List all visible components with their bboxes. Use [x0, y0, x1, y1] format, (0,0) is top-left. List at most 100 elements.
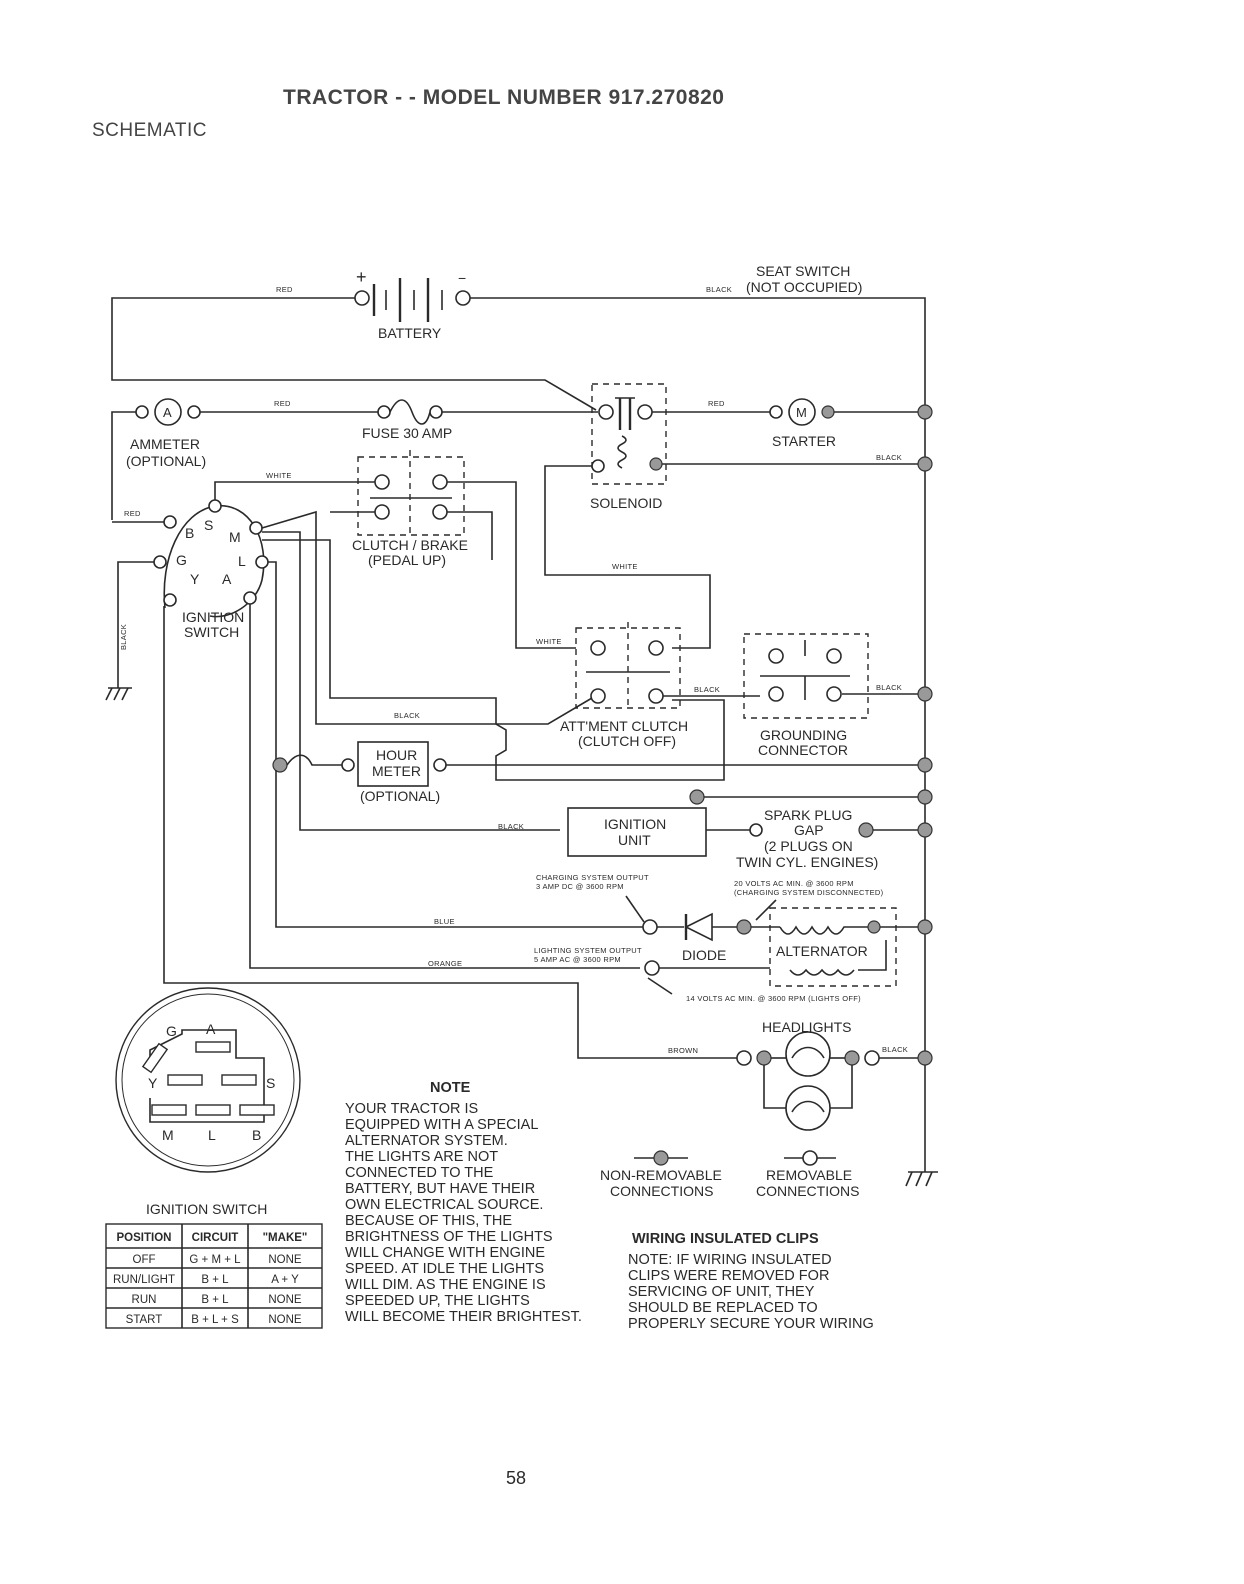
plug-label-a: A	[206, 1021, 216, 1037]
diode-label: DIODE	[682, 947, 726, 963]
wire-label-red-battery: RED	[276, 285, 293, 294]
ign-terminal-s: S	[204, 517, 213, 533]
ground-connection	[917, 404, 933, 420]
note-line: YOUR TRACTOR IS	[345, 1101, 478, 1117]
ignition-switch-label-2: SWITCH	[184, 624, 239, 640]
lighting-output-label: LIGHTING SYSTEM OUTPUT	[534, 946, 642, 955]
headlights: HEADLIGHTS	[736, 1019, 880, 1131]
main-ground-icon	[905, 1171, 938, 1187]
ignition-unit: IGNITION UNIT	[567, 807, 707, 857]
plug-pin-b-icon	[239, 1104, 275, 1116]
spark-plug-label: SPARK PLUG	[764, 807, 852, 823]
solenoid-label: SOLENOID	[590, 495, 662, 511]
clips-line: SERVICING OF UNIT, THEY	[628, 1284, 815, 1300]
spark-plug-note-1: (2 PLUGS ON	[764, 838, 853, 854]
wire-label-white-ignition: WHITE	[266, 471, 292, 480]
table-cell: B + L + S	[191, 1314, 239, 1326]
hour-meter-label: HOUR	[376, 747, 417, 763]
starter-motor-icon	[788, 398, 816, 426]
note-line: OWN ELECTRICAL SOURCE.	[345, 1197, 543, 1213]
fuse: FUSE 30 AMP	[362, 399, 452, 441]
headlight-2-icon	[785, 1085, 831, 1131]
table-header-make: "MAKE"	[263, 1232, 308, 1244]
note-line: SPEED. AT IDLE THE LIGHTS	[345, 1261, 544, 1277]
battery-negative-terminal	[455, 290, 471, 306]
plug-label-m: M	[162, 1127, 174, 1143]
fuse-icon	[389, 399, 431, 425]
legend-removable-2: CONNECTIONS	[756, 1183, 859, 1199]
ignition-unit-label: IGNITION	[604, 816, 666, 832]
headlight-1-icon	[785, 1031, 831, 1077]
clutch-brake-switch: CLUTCH / BRAKE (PEDAL UP)	[352, 450, 468, 568]
starter-symbol: M	[796, 405, 807, 420]
clutch-brake-label: CLUTCH / BRAKE	[352, 537, 468, 553]
ignition-switch-plug: G A Y S M L B	[115, 987, 301, 1173]
clips-line: CLIPS WERE REMOVED FOR	[628, 1268, 829, 1284]
ign-terminal-a: A	[222, 571, 232, 587]
ignition-switch-table-caption: IGNITION SWITCH	[146, 1201, 267, 1217]
diode-symbol-icon	[684, 912, 713, 942]
clips-line: SHOULD BE REPLACED TO	[628, 1300, 818, 1316]
battery: + − BATTERY	[354, 267, 471, 341]
ammeter-label: AMMETER	[130, 436, 200, 452]
switch-position-table: POSITION CIRCUIT "MAKE" OFF G + M + L NO…	[105, 1223, 323, 1329]
wire-label-red-starter: RED	[708, 399, 725, 408]
table-cell: A + Y	[271, 1274, 299, 1286]
wire-label-black-headlights: BLACK	[882, 1045, 908, 1054]
plug-pin-s-icon	[221, 1074, 257, 1086]
note-line: ALTERNATOR SYSTEM.	[345, 1133, 508, 1149]
legend-non-removable-2: CONNECTIONS	[610, 1183, 713, 1199]
plug-pin-a-icon	[195, 1041, 231, 1053]
seat-switch-sub-label: (NOT OCCUPIED)	[746, 279, 862, 295]
alternator: ALTERNATOR	[769, 907, 897, 987]
wire-label-black-ground-seat: BLACK	[876, 683, 902, 692]
battery-positive-sign: +	[356, 267, 367, 287]
wire-label-black-solenoid: BLACK	[876, 453, 902, 462]
charging-output-terminal	[642, 919, 658, 935]
page-title: TRACTOR - - MODEL NUMBER 917.270820	[283, 86, 725, 109]
wire-label-black-ground: BLACK	[119, 624, 128, 650]
wire-label-white-solenoid: WHITE	[612, 562, 638, 571]
plug-label-b: B	[252, 1127, 261, 1143]
wire-label-brown: BROWN	[668, 1046, 698, 1055]
volts-20-label: 20 VOLTS AC MIN. @ 3600 RPM	[734, 879, 854, 888]
solenoid: SOLENOID	[590, 383, 667, 511]
plug-pin-m-icon	[151, 1104, 187, 1116]
note-line: BRIGHTNESS OF THE LIGHTS	[345, 1229, 553, 1245]
attachment-clutch-sub-label: (CLUTCH OFF)	[578, 733, 676, 749]
page-number: 58	[506, 1468, 526, 1488]
chassis-ground-icon	[105, 687, 132, 701]
attachment-clutch-switch: ATT'MENT CLUTCH (CLUTCH OFF)	[560, 622, 688, 749]
page-subtitle: SCHEMATIC	[92, 120, 207, 141]
ignition-switch: S B M G L Y A IGNITION SWITCH	[153, 499, 269, 640]
plug-label-y: Y	[148, 1075, 158, 1091]
volts-20-sub-label: (CHARGING SYSTEM DISCONNECTED)	[734, 888, 884, 897]
note-line: WILL DIM. AS THE ENGINE IS	[345, 1277, 546, 1293]
note-line: CONNECTED TO THE	[345, 1165, 494, 1181]
starter-label: STARTER	[772, 433, 836, 449]
connection-legend: NON-REMOVABLE CONNECTIONS REMOVABLE CONN…	[600, 1150, 859, 1199]
table-cell: NONE	[268, 1254, 302, 1266]
note-line: BATTERY, BUT HAVE THEIR	[345, 1181, 535, 1197]
note-line: THE LIGHTS ARE NOT	[345, 1149, 498, 1165]
table-cell: RUN	[132, 1294, 157, 1306]
legend-non-removable: NON-REMOVABLE	[600, 1167, 722, 1183]
table-cell: OFF	[133, 1254, 156, 1266]
alternator-label: ALTERNATOR	[776, 943, 868, 959]
note-line: BECAUSE OF THIS, THE	[345, 1213, 512, 1229]
wire-label-white-attach: WHITE	[536, 637, 562, 646]
clips-line: NOTE: IF WIRING INSULATED	[628, 1252, 832, 1268]
wire-label-black-ignition-unit: BLACK	[498, 822, 524, 831]
ign-terminal-b: B	[185, 525, 194, 541]
lighting-output-terminal	[644, 960, 660, 976]
ign-terminal-l: L	[238, 553, 246, 569]
spark-plug: SPARK PLUG GAP (2 PLUGS ON TWIN CYL. ENG…	[736, 807, 878, 870]
table-cell: B + L	[201, 1294, 229, 1306]
ammeter-symbol: A	[163, 405, 172, 420]
note-heading: NOTE	[430, 1080, 471, 1096]
alternator-coil-icon	[779, 925, 868, 935]
clips-heading: WIRING INSULATED CLIPS	[632, 1231, 819, 1247]
hour-meter-label-2: METER	[372, 763, 421, 779]
diode: DIODE	[657, 912, 738, 963]
